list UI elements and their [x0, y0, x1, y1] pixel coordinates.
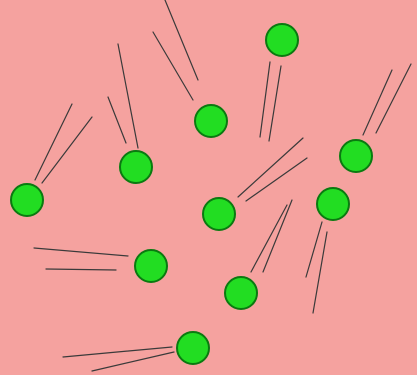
particle [120, 151, 152, 183]
particle [177, 332, 209, 364]
particle [225, 277, 257, 309]
particle [203, 198, 235, 230]
particle [340, 140, 372, 172]
particle [135, 250, 167, 282]
particle [317, 188, 349, 220]
particle [266, 24, 298, 56]
particle [195, 105, 227, 137]
particle [11, 184, 43, 216]
